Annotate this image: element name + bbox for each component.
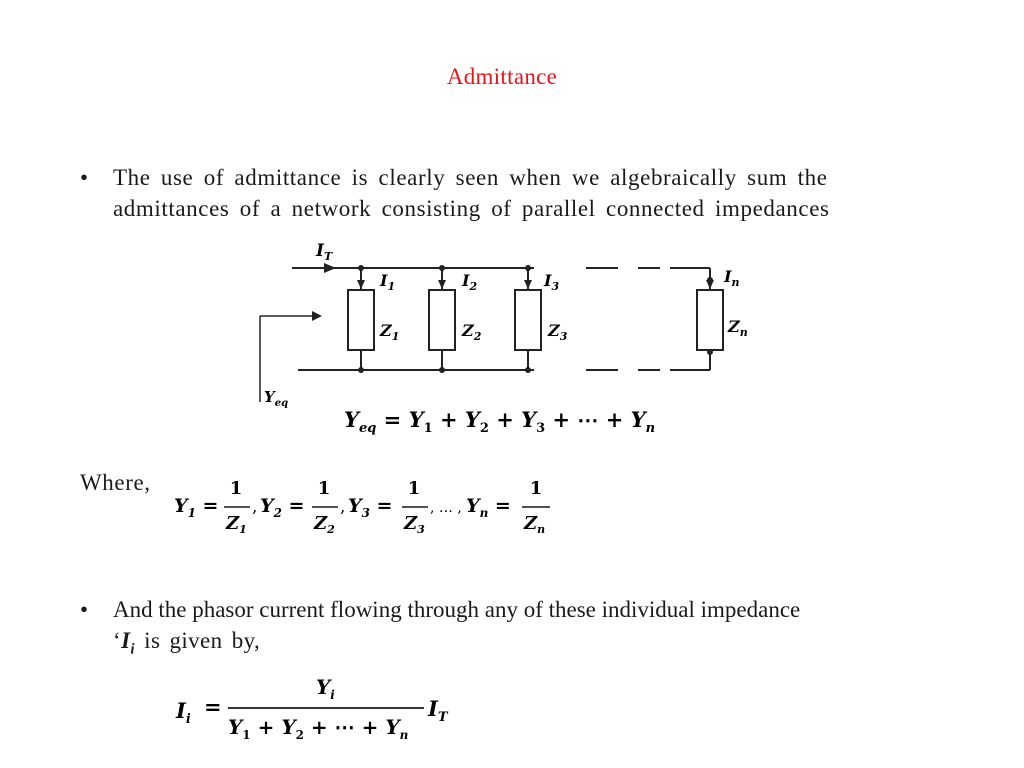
impedance-label-zn: Zn — [727, 317, 748, 339]
branch-n — [696, 268, 724, 370]
svg-text:,: , — [252, 497, 257, 517]
def-y3: Y3 = 1 Z3 , … , — [348, 478, 462, 536]
bullet-dot: • — [80, 597, 89, 622]
impedance-label-z2: Z2 — [461, 321, 482, 343]
def-yn: Yn = 1 Zn — [466, 478, 550, 536]
numerator: Yi — [316, 675, 335, 702]
admittance-definitions: Y1 = 1 Z1 , Y2 = 1 Z2 , Y3 = 1 Z3 , … , … — [174, 478, 550, 536]
svg-text:Z3: Z3 — [403, 513, 425, 536]
svg-text:1: 1 — [230, 478, 243, 499]
total-current-arrow — [324, 263, 336, 273]
parallel-impedance-circuit: IT I1 Z1 I2 Z2 I3 Z3 In — [240, 232, 748, 409]
bullet-line-1: And the phasor current flowing through a… — [113, 597, 801, 622]
bullet-text: And the phasor current flowing through a… — [113, 594, 943, 666]
bullet-line-2: ‘Ii is given by, — [113, 625, 943, 666]
impedance-label-z1: Z1 — [379, 321, 399, 343]
equivalent-admittance-equation: Yeq = Y1 + Y2 + Y3 + ⋯ + Yn — [344, 407, 655, 436]
impedance-label-z3: Z3 — [547, 321, 568, 343]
branch-1 — [347, 265, 375, 373]
impedance-z3 — [514, 289, 542, 351]
svg-text:Y3 =: Y3 = — [348, 495, 392, 520]
branch-current-i2: I2 — [461, 271, 477, 293]
svg-text:Yeq = Y1 + Y2 + Y3 + ⋯ + Yn: Yeq = Y1 + Y2 + Y3 + ⋯ + Yn — [344, 407, 655, 436]
svg-text:Z1: Z1 — [225, 513, 247, 536]
svg-text:1: 1 — [530, 478, 543, 499]
def-y1: Y1 = 1 Z1 , — [174, 478, 257, 536]
bullet-dot: • — [80, 165, 89, 190]
bullet-text: The use of admittance is clearly seen wh… — [113, 165, 830, 221]
svg-text:, … ,: , … , — [430, 500, 462, 516]
bullet-phasor-current: • And the phasor current flowing through… — [80, 594, 940, 664]
current-var: I — [121, 628, 131, 653]
impedance-z1 — [347, 289, 375, 351]
branch-2 — [428, 265, 456, 373]
branch-3 — [514, 265, 542, 373]
svg-text:=: = — [204, 694, 222, 719]
svg-text:Y1 =: Y1 = — [174, 495, 218, 520]
svg-text:Ii: Ii — [175, 698, 191, 727]
def-y2: Y2 = 1 Z2 , — [260, 478, 345, 536]
slide-title: Admittance — [446, 64, 558, 89]
current-divider-equation: Ii = Yi Y1 + Y2 + ⋯ + Yn IT — [175, 675, 449, 742]
branch-current-i1: I1 — [379, 271, 395, 293]
where-label: Where, — [80, 470, 151, 495]
given-by-text: is given by, — [135, 628, 261, 653]
svg-text:,: , — [340, 497, 345, 517]
svg-text:Z2: Z2 — [313, 513, 335, 536]
impedance-zn — [696, 289, 724, 351]
svg-text:Y2 =: Y2 = — [260, 495, 304, 520]
svg-text:IT: IT — [427, 696, 449, 725]
branch-current-in: In — [723, 267, 739, 289]
total-current-label: IT — [315, 241, 333, 263]
current-sub: i — [130, 641, 135, 658]
bullet-admittance-sum: • The use of admittance is clearly seen … — [80, 162, 920, 262]
svg-text:1: 1 — [318, 478, 331, 499]
yeq-label: Yeq — [264, 388, 288, 409]
svg-text:Zn: Zn — [523, 513, 545, 536]
svg-text:Yn =: Yn = — [466, 495, 511, 520]
open-quote: ‘ — [113, 628, 122, 653]
impedance-z2 — [428, 289, 456, 351]
branch-current-i3: I3 — [543, 271, 559, 293]
yeq-arrow — [259, 311, 322, 402]
denominator: Y1 + Y2 + ⋯ + Yn — [228, 715, 408, 742]
svg-text:1: 1 — [408, 478, 421, 499]
